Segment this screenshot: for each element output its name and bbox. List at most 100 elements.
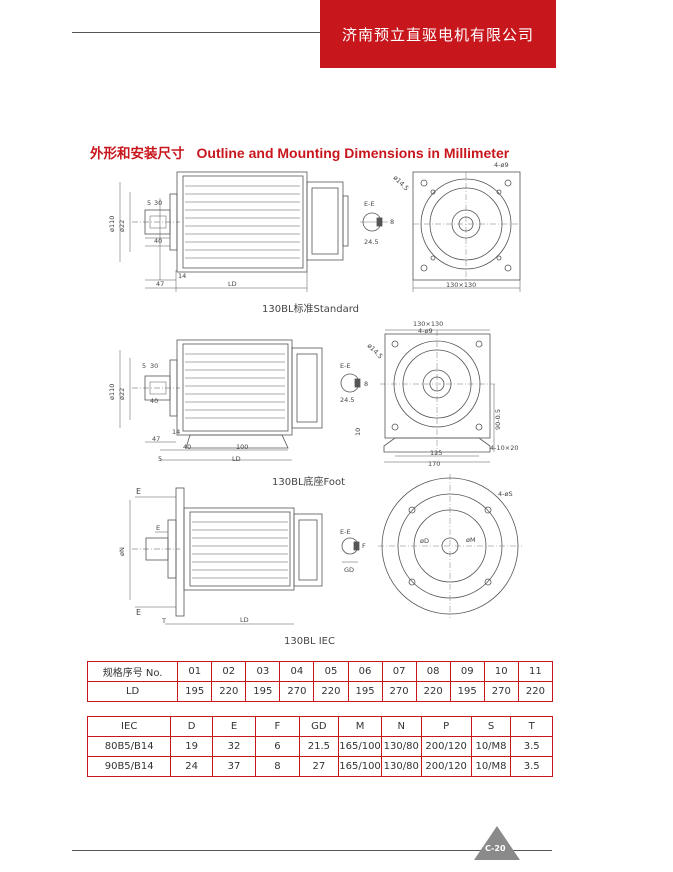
dim-h90: 90-0.5 xyxy=(494,409,502,430)
caption-iec: 130BL IEC xyxy=(284,636,335,647)
foot-front-view xyxy=(380,329,495,463)
header-rule xyxy=(72,32,322,33)
dim-170: 170 xyxy=(428,460,440,468)
table-cell: 10 xyxy=(483,661,519,682)
table-cell: 01 xyxy=(177,661,213,682)
dim-square: 130×130 xyxy=(413,320,443,328)
page-number: C-20 xyxy=(485,844,506,853)
iec-shaft-section xyxy=(341,537,360,563)
dim-shaft: ø22 xyxy=(118,388,126,400)
standard-front-view xyxy=(412,171,521,292)
dim-5: 5 xyxy=(147,199,151,207)
table-cell: M xyxy=(338,716,382,737)
table-cell: S xyxy=(470,716,512,737)
table-cell: 195 xyxy=(347,681,383,702)
table-cell: T xyxy=(510,716,553,737)
dim-40b: 40 xyxy=(183,443,191,451)
dim-gd: GD xyxy=(344,566,354,574)
dim-d: øD xyxy=(420,537,429,545)
dim-30: 30 xyxy=(154,199,162,207)
dim-ld: LD xyxy=(232,455,241,463)
dim-shaft: ø22 xyxy=(118,220,126,232)
table-cell: 10/M8 xyxy=(470,756,512,777)
table-cell: 37 xyxy=(211,756,257,777)
table-cell: 08 xyxy=(415,661,451,682)
table-cell: 195 xyxy=(449,681,485,702)
dim-47: 47 xyxy=(156,280,164,288)
table-cell: 04 xyxy=(279,661,315,682)
dim-e1: E xyxy=(136,487,141,496)
table-cell: 270 xyxy=(483,681,519,702)
table-cell: 80B5/B14 xyxy=(86,736,172,757)
table-cell: IEC xyxy=(86,716,172,737)
section-label: E-E xyxy=(364,200,375,208)
table-cell: 3.5 xyxy=(510,736,553,757)
table-cell: N xyxy=(380,716,422,737)
dim-spigot: ø110 xyxy=(108,216,116,232)
dim-spigot: ø110 xyxy=(108,384,116,400)
dim-40: 40 xyxy=(150,397,158,405)
dim-bolt: ø14.5 xyxy=(392,174,411,193)
dim-holes: 4-ø9 xyxy=(494,161,509,169)
table-cell: 19 xyxy=(170,736,213,757)
table-cell: 05 xyxy=(313,661,349,682)
table-cell: 09 xyxy=(449,661,485,682)
table-cell: 32 xyxy=(211,736,257,757)
table-cell: 90B5/B14 xyxy=(86,756,172,777)
dim-14: 14 xyxy=(178,272,186,280)
table-cell: 11 xyxy=(517,661,554,682)
dim-30: 30 xyxy=(150,362,158,370)
dim-slots: 4-10×20 xyxy=(490,444,518,452)
table-cell: GD xyxy=(298,716,340,737)
dim-square: 130×130 xyxy=(446,281,476,289)
table-cell: LD xyxy=(86,681,179,702)
table-cell: 165/100 xyxy=(338,736,382,757)
iec-side-labels: E E E øN T LD xyxy=(118,487,249,625)
dim-100: 100 xyxy=(236,443,248,451)
dim-14: 14 xyxy=(172,428,180,436)
section-heading: 外形和安装尺寸 Outline and Mounting Dimensions i… xyxy=(90,142,509,162)
dim-f: F xyxy=(362,542,366,550)
heading-cn: 外形和安装尺寸 xyxy=(90,146,185,162)
table-cell: 270 xyxy=(279,681,315,702)
table-cell: 220 xyxy=(313,681,349,702)
table-cell: 03 xyxy=(245,661,281,682)
dim-ld: LD xyxy=(240,616,249,624)
table-cell: 200/120 xyxy=(420,756,472,777)
table-cell: D xyxy=(170,716,213,737)
table-cell: E xyxy=(211,716,257,737)
dim-47: 47 xyxy=(152,435,160,443)
dim-holes: 4-ø9 xyxy=(418,327,433,335)
dim-e2: E xyxy=(156,524,160,532)
dim-t: T xyxy=(161,617,166,625)
dim-5t: 5 xyxy=(142,362,146,370)
standard-shaft-section xyxy=(360,212,388,232)
dim-5: 5 xyxy=(158,455,162,463)
foot-shaft-section xyxy=(340,373,361,393)
iec-front-view xyxy=(378,474,522,618)
table-cell: 270 xyxy=(381,681,417,702)
dim-key-width: 8 xyxy=(390,218,394,226)
section-label: E-E xyxy=(340,362,351,370)
table-cell: 195 xyxy=(177,681,213,702)
table-cell: 220 xyxy=(415,681,451,702)
technical-drawings: ø110 ø22 5 30 40 14 47 LD E-E 8 24.5 ø14… xyxy=(108,161,522,625)
table-cell: 6 xyxy=(255,736,300,757)
heading-en: Outline and Mounting Dimensions in Milli… xyxy=(196,145,510,161)
dim-ld: LD xyxy=(228,280,237,288)
dim-h10: 10 xyxy=(354,428,362,436)
standard-side-view xyxy=(119,171,349,292)
table-cell: 8 xyxy=(255,756,300,777)
dim-key-width: 8 xyxy=(364,380,368,388)
table-cell: 130/80 xyxy=(380,736,422,757)
table-cell: 27 xyxy=(298,756,340,777)
table-cell: P xyxy=(420,716,472,737)
dim-key-height: 24.5 xyxy=(364,238,378,246)
table-cell: 220 xyxy=(211,681,247,702)
table-cell: 200/120 xyxy=(420,736,472,757)
